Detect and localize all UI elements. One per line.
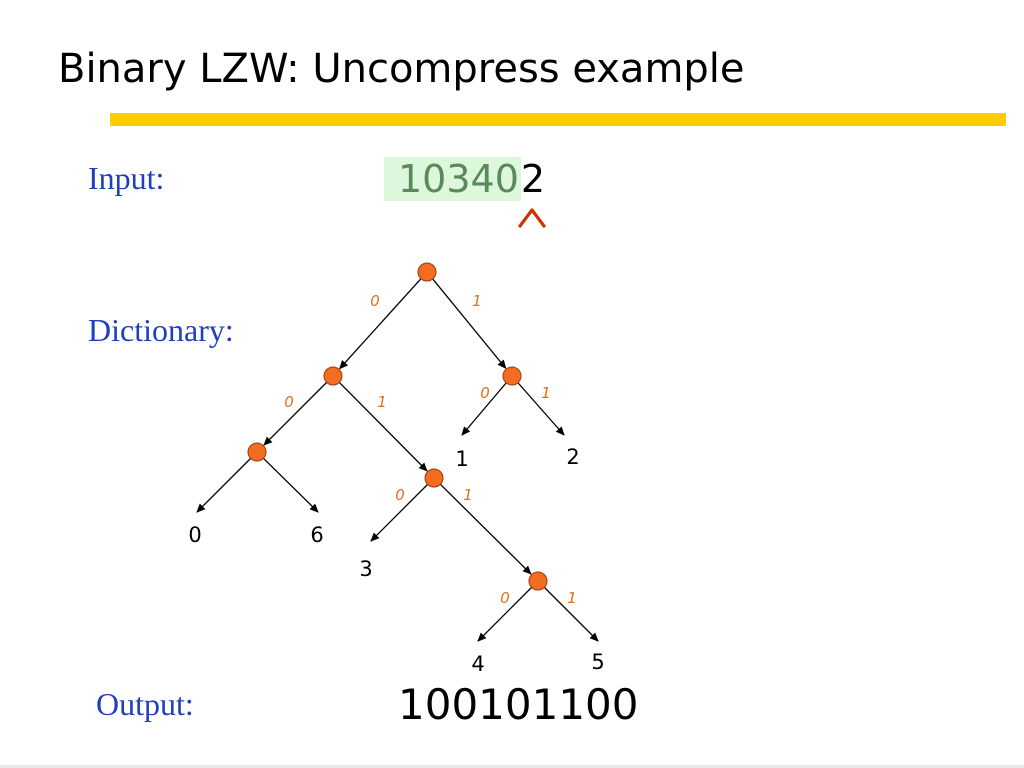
tree-edge-n0101-leaf-4: [477, 586, 533, 642]
edge-bit-label: 0: [395, 486, 405, 504]
edge-bit-label: 0: [480, 384, 490, 402]
output-label: Output:: [96, 686, 194, 722]
dictionary-label: Dictionary:: [88, 312, 234, 348]
tree-edge-n01-n0101: [439, 483, 532, 575]
tree-node-root: [417, 262, 437, 282]
title-accent-bar: [110, 113, 1006, 126]
tree-node-n0: [323, 366, 343, 386]
dictionary-code-2: 2: [566, 445, 579, 469]
tree-edge-n00-leaf-6: [262, 457, 319, 513]
edge-bit-label: 1: [541, 384, 551, 402]
edge-bit-label: 1: [463, 486, 473, 504]
edge-bit-label: 0: [284, 393, 294, 411]
tree-edge-n0101-leaf-5: [543, 586, 599, 642]
tree-edge-n0-n01: [338, 381, 428, 472]
slide-title: Binary LZW: Uncompress example: [58, 46, 745, 92]
input-current-code: 2: [520, 157, 546, 201]
footer-divider: [0, 765, 1024, 768]
tree-edge-n1-leaf-1: [461, 382, 507, 436]
dictionary-code-3: 3: [359, 557, 372, 581]
caret-up-icon: [518, 208, 546, 228]
edge-bit-label: 1: [472, 292, 482, 310]
dictionary-code-5: 5: [591, 650, 604, 674]
tree-edge-n1-leaf-2: [517, 382, 565, 436]
input-sequence: 103402: [384, 153, 545, 205]
dictionary-code-4: 4: [471, 652, 484, 676]
tree-edge-root-n1: [432, 278, 507, 370]
tree-node-n01: [424, 468, 444, 488]
edge-bit-label: 1: [567, 589, 577, 607]
dictionary-code-0: 0: [188, 523, 201, 547]
tree-edge-n00-leaf-0: [196, 457, 252, 513]
dictionary-code-6: 6: [310, 523, 323, 547]
output-bitstring: 100101100: [398, 680, 639, 729]
tree-node-n1: [502, 366, 522, 386]
edge-bit-label: 1: [377, 393, 387, 411]
tree-node-n00: [247, 442, 267, 462]
input-label: Input:: [88, 160, 165, 196]
edge-bit-label: 0: [370, 292, 380, 310]
tree-node-n0101: [528, 571, 548, 591]
dictionary-code-1: 1: [455, 447, 468, 471]
tree-edge-n0-n00: [263, 381, 328, 446]
edge-bit-label: 0: [500, 589, 510, 607]
tree-edge-root-n0: [339, 278, 422, 370]
tree-edge-n01-leaf-3: [370, 483, 429, 542]
input-processed: 10340: [384, 157, 521, 201]
